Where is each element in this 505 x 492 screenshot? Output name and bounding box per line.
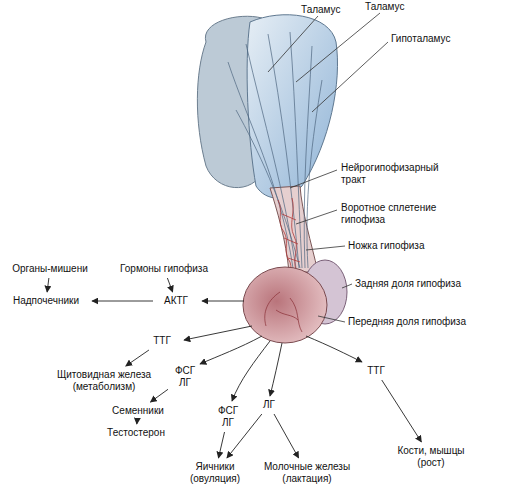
hypothalamus — [247, 15, 337, 198]
text-node: ТТГ — [145, 334, 179, 348]
text-node: АКТГ — [155, 294, 197, 308]
text-node: Кости, мышцы (рост) — [390, 444, 472, 470]
text-node: Органы-мишени — [4, 262, 96, 276]
arrow-connector — [382, 380, 422, 442]
part-label: Гипоталамус — [390, 33, 470, 45]
text-node: ТТГ — [358, 364, 394, 378]
node-text: Гормоны гипофиза — [114, 263, 214, 275]
node-text: Молочные железы (лактация) — [260, 461, 354, 485]
gland-vessels — [265, 292, 302, 332]
node-text: ТТГ — [147, 335, 177, 347]
node-text: АКТГ — [157, 295, 195, 307]
text-node: Гормоны гипофиза — [112, 262, 216, 276]
text-node: Яичники (овуляция) — [178, 460, 252, 486]
part-label: Таламус — [364, 1, 420, 13]
node-text: Семенники — [106, 405, 170, 417]
node-text: Надпочечники — [4, 295, 88, 307]
part-label: Воротное сплетение гипофиза — [340, 202, 448, 226]
text-node: Тестостерон — [98, 426, 174, 440]
node-text: ФСГ ЛГ — [172, 365, 198, 389]
anterior-lobe — [243, 267, 327, 343]
arrow-connector — [126, 350, 149, 366]
text-node: Семенники — [104, 404, 172, 418]
node-text: Щитовидная железа (метаболизм) — [50, 369, 158, 393]
part-label: Нейрогипофизарный тракт — [340, 162, 458, 186]
text-node: ФСГ ЛГ — [212, 404, 244, 430]
node-text: ЛГ — [258, 399, 280, 411]
part-label: Таламус — [300, 4, 354, 16]
arrow-connector — [218, 432, 224, 458]
arrow-connector — [47, 278, 49, 292]
node-text: Кости, мышцы (рост) — [392, 445, 470, 469]
text-node: ФСГ ЛГ — [170, 364, 200, 390]
arrow-connector — [92, 301, 153, 302]
nerve-tracts — [228, 32, 322, 268]
part-label: Задняя доля гипофиза — [354, 278, 480, 290]
arrow-connector — [150, 389, 168, 402]
part-label: Ножка гипофиза — [347, 240, 451, 252]
arrow-connector — [274, 414, 299, 458]
node-text: Тестостерон — [100, 427, 172, 439]
text-node: ЛГ — [256, 398, 282, 412]
arrow-connector — [136, 420, 137, 424]
arrow-connector — [167, 278, 172, 292]
node-text: ФСГ ЛГ — [214, 405, 242, 429]
gland-arrows — [184, 301, 362, 401]
node-text: Органы-мишени — [6, 263, 94, 275]
text-node: Щитовидная железа (метаболизм) — [48, 368, 160, 394]
node-text: ТТГ — [360, 365, 392, 377]
text-node: Надпочечники — [2, 294, 90, 308]
part-label: Передняя доля гипофиза — [347, 316, 479, 328]
node-text: Яичники (овуляция) — [180, 461, 250, 485]
text-node: Молочные железы (лактация) — [258, 460, 356, 486]
